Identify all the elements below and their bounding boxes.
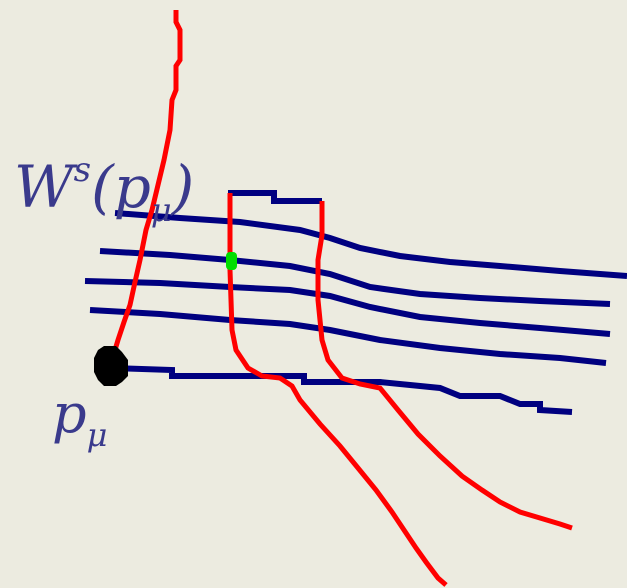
leaf-3 [84,278,611,337]
ws-superscript: s [73,150,92,190]
red-curves [109,10,573,587]
leaf-4 [89,307,607,366]
red-curve-middle [227,193,448,587]
fixed-point-dot [94,346,128,386]
marked-point-green [226,252,237,270]
stable-manifold-label: Ws(pμ) [14,150,194,229]
red-curve-right [315,201,573,531]
leaf-5 [111,365,573,415]
fixed-point-label: pμ [52,382,107,454]
ws-arg-close: ) [171,153,195,221]
leaf-2 [99,248,611,307]
stable-leaves [84,190,627,415]
ws-base: W [14,153,74,221]
p-subscript: μ [86,416,108,454]
ws-arg-open: (p [91,153,151,221]
ws-arg-subscript: μ [150,191,172,229]
leaf-1 [114,210,627,279]
p-base: p [52,382,87,445]
leaf-top-step [228,190,322,204]
red-curve-unstable [109,10,183,361]
